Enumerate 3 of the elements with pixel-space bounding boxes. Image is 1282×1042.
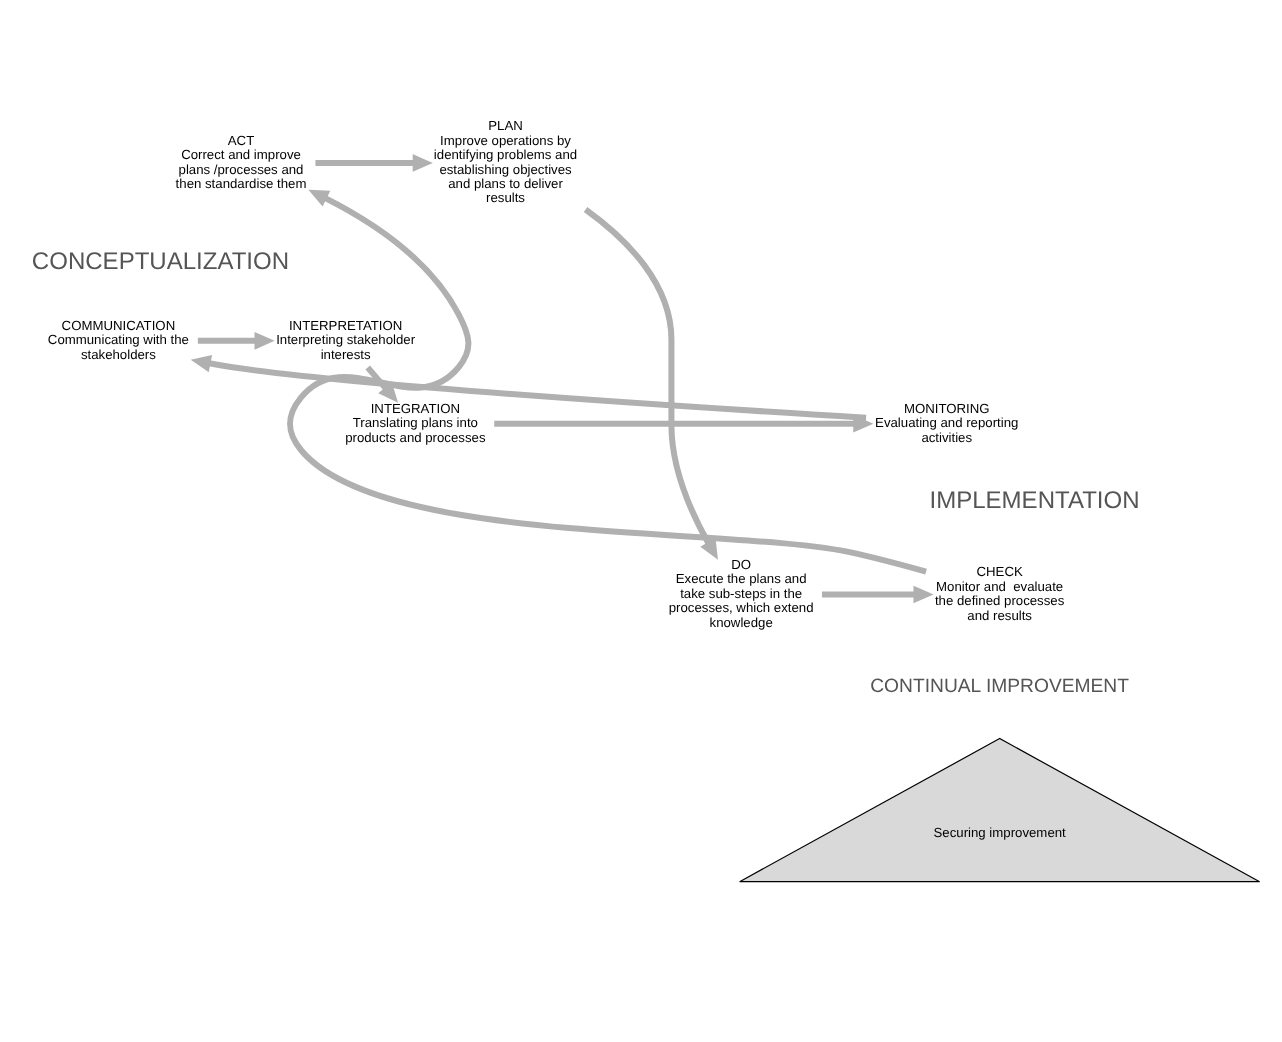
- label: CONCEPTUALIZATION: [31, 245, 290, 274]
- label: CONTINUAL IMPROVEMENT: [870, 674, 1130, 697]
- label: IMPLEMENTATION: [929, 484, 1140, 513]
